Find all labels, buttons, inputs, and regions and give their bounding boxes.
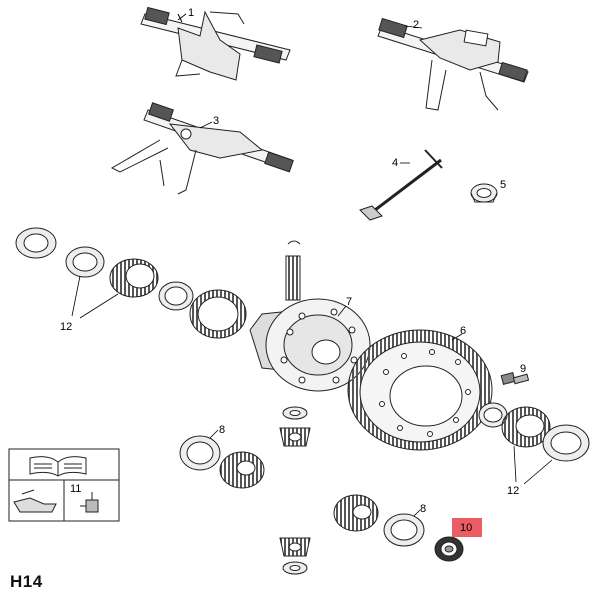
part-3-shift-fork[interactable] [110,102,294,195]
part-1-shift-fork-rod[interactable] [140,6,291,81]
side-gear-bottom[interactable] [333,494,379,532]
callout-10: 10 [460,522,472,534]
callout-7: 7 [346,296,352,308]
pinion-gear-bottom[interactable] [279,537,311,557]
thrust-washer-top[interactable] [282,406,308,420]
part-7-differential-housing[interactable] [249,298,371,392]
side-gear-left[interactable] [219,451,265,489]
callout-5: 5 [500,179,506,191]
manual-book-icon [29,456,87,477]
part-2-shift-fork[interactable] [377,17,529,111]
pinion-gear-top[interactable] [279,427,311,447]
callout-12-left: 12 [60,321,72,333]
part-4-rod[interactable] [359,149,443,221]
part-9-bolt[interactable] [500,371,530,385]
callout-9: 9 [520,363,526,375]
callout-3: 3 [213,115,219,127]
reference-legend-box [8,448,120,522]
callout-12-right: 12 [507,485,519,497]
part-5-bushing[interactable] [470,183,498,203]
callout-2: 2 [413,19,419,31]
callout-6: 6 [460,325,466,337]
part-12-bearing-left[interactable] [15,227,159,298]
part-6-ring-gear[interactable] [347,329,493,451]
callout-11: 11 [70,483,81,495]
part-10-highlight[interactable] [452,518,482,537]
part-8-washer-bottom[interactable] [383,513,425,547]
location-sketch-icon [13,489,57,513]
callout-8-left: 8 [219,424,225,436]
part-8-washer-left[interactable] [179,435,221,471]
tool-icon [80,492,99,513]
callout-8-bottom: 8 [420,503,426,515]
callout-1: 1 [188,7,194,19]
thrust-washer-bottom[interactable] [282,561,308,575]
cross-pin[interactable] [285,240,301,301]
part-10-oil-seal[interactable] [434,536,464,562]
callout-4: 4 [392,157,398,169]
shim-ring[interactable] [158,281,247,339]
part-12-bearing-right[interactable] [478,402,590,462]
page-code: H14 [10,572,43,591]
